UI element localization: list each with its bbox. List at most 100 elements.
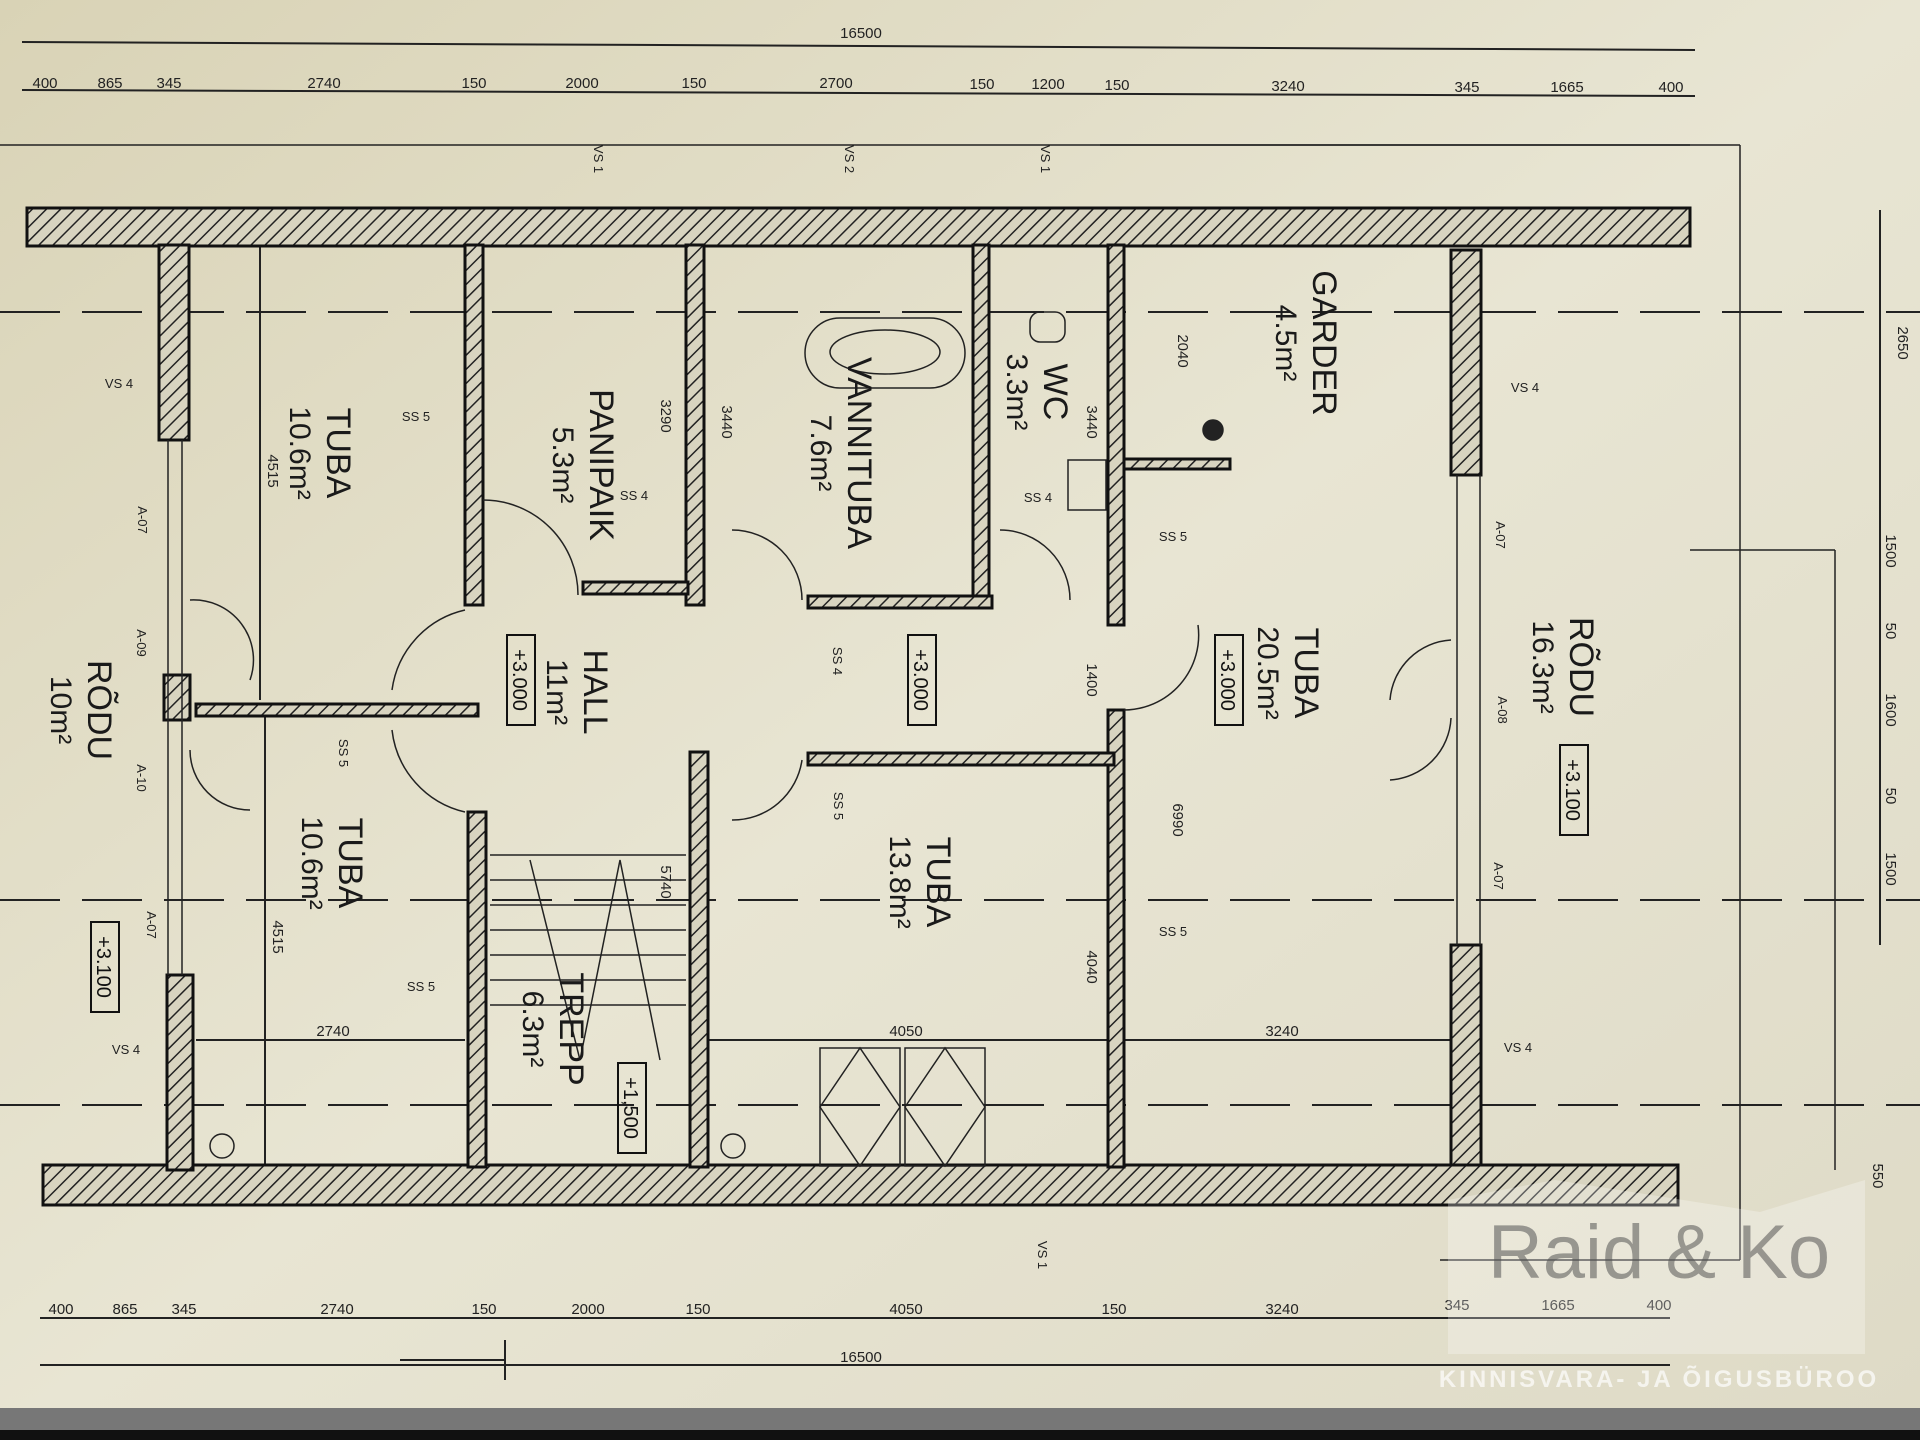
windows-label: A-08: [1495, 696, 1510, 723]
axis-lines: [0, 144, 1920, 1261]
dims-bottom-label: 345: [171, 1301, 196, 1318]
tags-label: VS 4: [105, 376, 133, 391]
tags-label: SS 4: [1024, 490, 1052, 505]
dims-top-total-label: 16500: [840, 25, 882, 42]
fixtures: [167, 311, 1481, 1168]
dims-inner-label: 3440: [1083, 405, 1100, 438]
window-tags: A-07 A-09 A-10 A-07 A-07 A-08 A-07: [134, 506, 1510, 938]
dims-top-label: 2000: [565, 75, 598, 92]
rooms-label: WC: [1036, 364, 1074, 421]
watermark-logo: Raid & Ko KINNISVARA- JA ÕIGUSBÜROO: [1439, 1180, 1879, 1393]
dims-bottom-label: 400: [48, 1301, 73, 1318]
windows-label: A-07: [144, 911, 159, 938]
dims-right-label: 550: [1869, 1163, 1886, 1188]
rooms-label: 3.3m²: [1000, 354, 1033, 431]
rooms-label: 7.6m²: [804, 415, 837, 492]
rooms-label: 4.5m²: [1269, 305, 1302, 382]
watermark-label: Raid & Ko: [1488, 1210, 1830, 1295]
dims-inner-label: 4515: [264, 454, 281, 487]
rooms-label: 10m²: [44, 676, 77, 744]
rooms-label: 16.3m²: [1526, 620, 1559, 713]
dims-bottom-label: 4050: [889, 1301, 922, 1318]
dimension-lines: [21, 41, 1881, 1380]
rooms-label: TUBA: [919, 837, 957, 928]
rooms-label: GARDER: [1305, 270, 1343, 415]
dims-inner-label: 4040: [1083, 950, 1100, 983]
dims-bottom-label: 345: [1444, 1297, 1469, 1314]
dims-inner-label: 1400: [1083, 663, 1100, 696]
dims-bottom-label: 865: [112, 1301, 137, 1318]
windows-label: A-07: [1491, 862, 1506, 889]
dims-top-label: 865: [97, 75, 122, 92]
rooms-label: VANNITUBA: [840, 357, 878, 549]
dims-bottom-label: 2740: [320, 1301, 353, 1318]
room-wc: WC3.3m²: [1000, 354, 1074, 431]
dims-bottom-label: 400: [1646, 1297, 1671, 1314]
watermark-label: KINNISVARA- JA ÕIGUSBÜROO: [1439, 1365, 1879, 1393]
dims-top-label: 150: [1104, 77, 1129, 94]
dims-bottom-label: 2000: [571, 1301, 604, 1318]
dims-top-label: 150: [969, 76, 994, 93]
dims-right-label: 50: [1882, 788, 1899, 805]
tags-label: SS 5: [402, 409, 430, 424]
levels-label: +3.000: [909, 649, 931, 711]
rooms-label: 20.5m²: [1251, 626, 1284, 719]
dims-top-label: 150: [461, 75, 486, 92]
dims-inner-label: 2740: [316, 1023, 349, 1040]
dims-inner-label: 3440: [718, 405, 735, 438]
dims-top-label: 1200: [1031, 76, 1064, 93]
tags-label: SS 5: [1159, 529, 1187, 544]
tags-label: SS 5: [1159, 924, 1187, 939]
tags-label: VS 1: [591, 145, 606, 173]
rooms-label: RÕDU: [80, 660, 118, 760]
windows-label: A-07: [1493, 521, 1508, 548]
dims-top-label: 345: [156, 75, 181, 92]
rooms-label: 13.8m²: [883, 835, 916, 928]
dims-right-label: 1500: [1882, 852, 1899, 885]
rooms-label: PANIPAIK: [582, 389, 620, 541]
dims-bottom-total-label: 16500: [840, 1349, 882, 1366]
tags-label: VS 1: [1038, 145, 1053, 173]
rooms-label: HALL: [576, 649, 614, 734]
dims-bottom-label: 1665: [1541, 1297, 1574, 1314]
section-tags: VS 1 VS 2 VS 1 VS 1 VS 4 VS 4 VS 4 VS 4 …: [105, 145, 1539, 1269]
tags-label: VS 4: [1511, 380, 1539, 395]
levels-label: +3.100: [1561, 759, 1583, 821]
dims-bottom-label: 150: [471, 1301, 496, 1318]
tags-label: SS 5: [407, 979, 435, 994]
dims-right-label: 2650: [1894, 326, 1911, 359]
levels-label: +3.000: [508, 649, 530, 711]
rooms-label: TREPP: [552, 972, 590, 1085]
dims-top-label: 150: [681, 75, 706, 92]
walls: [25, 206, 1692, 1207]
dims-right-label: 50: [1882, 623, 1899, 640]
dims-top-label: 3240: [1271, 78, 1304, 95]
dims-right-label: 1600: [1882, 693, 1899, 726]
dims-inner-label: 3240: [1265, 1023, 1298, 1040]
tags-label: VS 2: [842, 145, 857, 173]
dims-bottom-label: 150: [1101, 1301, 1126, 1318]
windows-label: A-07: [135, 506, 150, 533]
rooms-label: 6.3m²: [516, 991, 549, 1068]
dims-top-label: 1665: [1550, 79, 1583, 96]
dims-inner-label: 4050: [889, 1023, 922, 1040]
level-marks: +3.000 +3.000 +3.000 +3.100 +3.100 +1,50…: [90, 634, 1589, 1154]
windows-label: A-10: [134, 764, 149, 791]
rooms-label: 5.3m²: [546, 427, 579, 504]
tags-label: VS 4: [112, 1042, 140, 1057]
dims-inner-label: 6990: [1169, 803, 1186, 836]
windows-label: A-09: [134, 629, 149, 656]
tags-label: SS 5: [336, 739, 351, 767]
levels-label: +3.100: [92, 936, 114, 998]
tags-label: SS 4: [830, 647, 845, 675]
